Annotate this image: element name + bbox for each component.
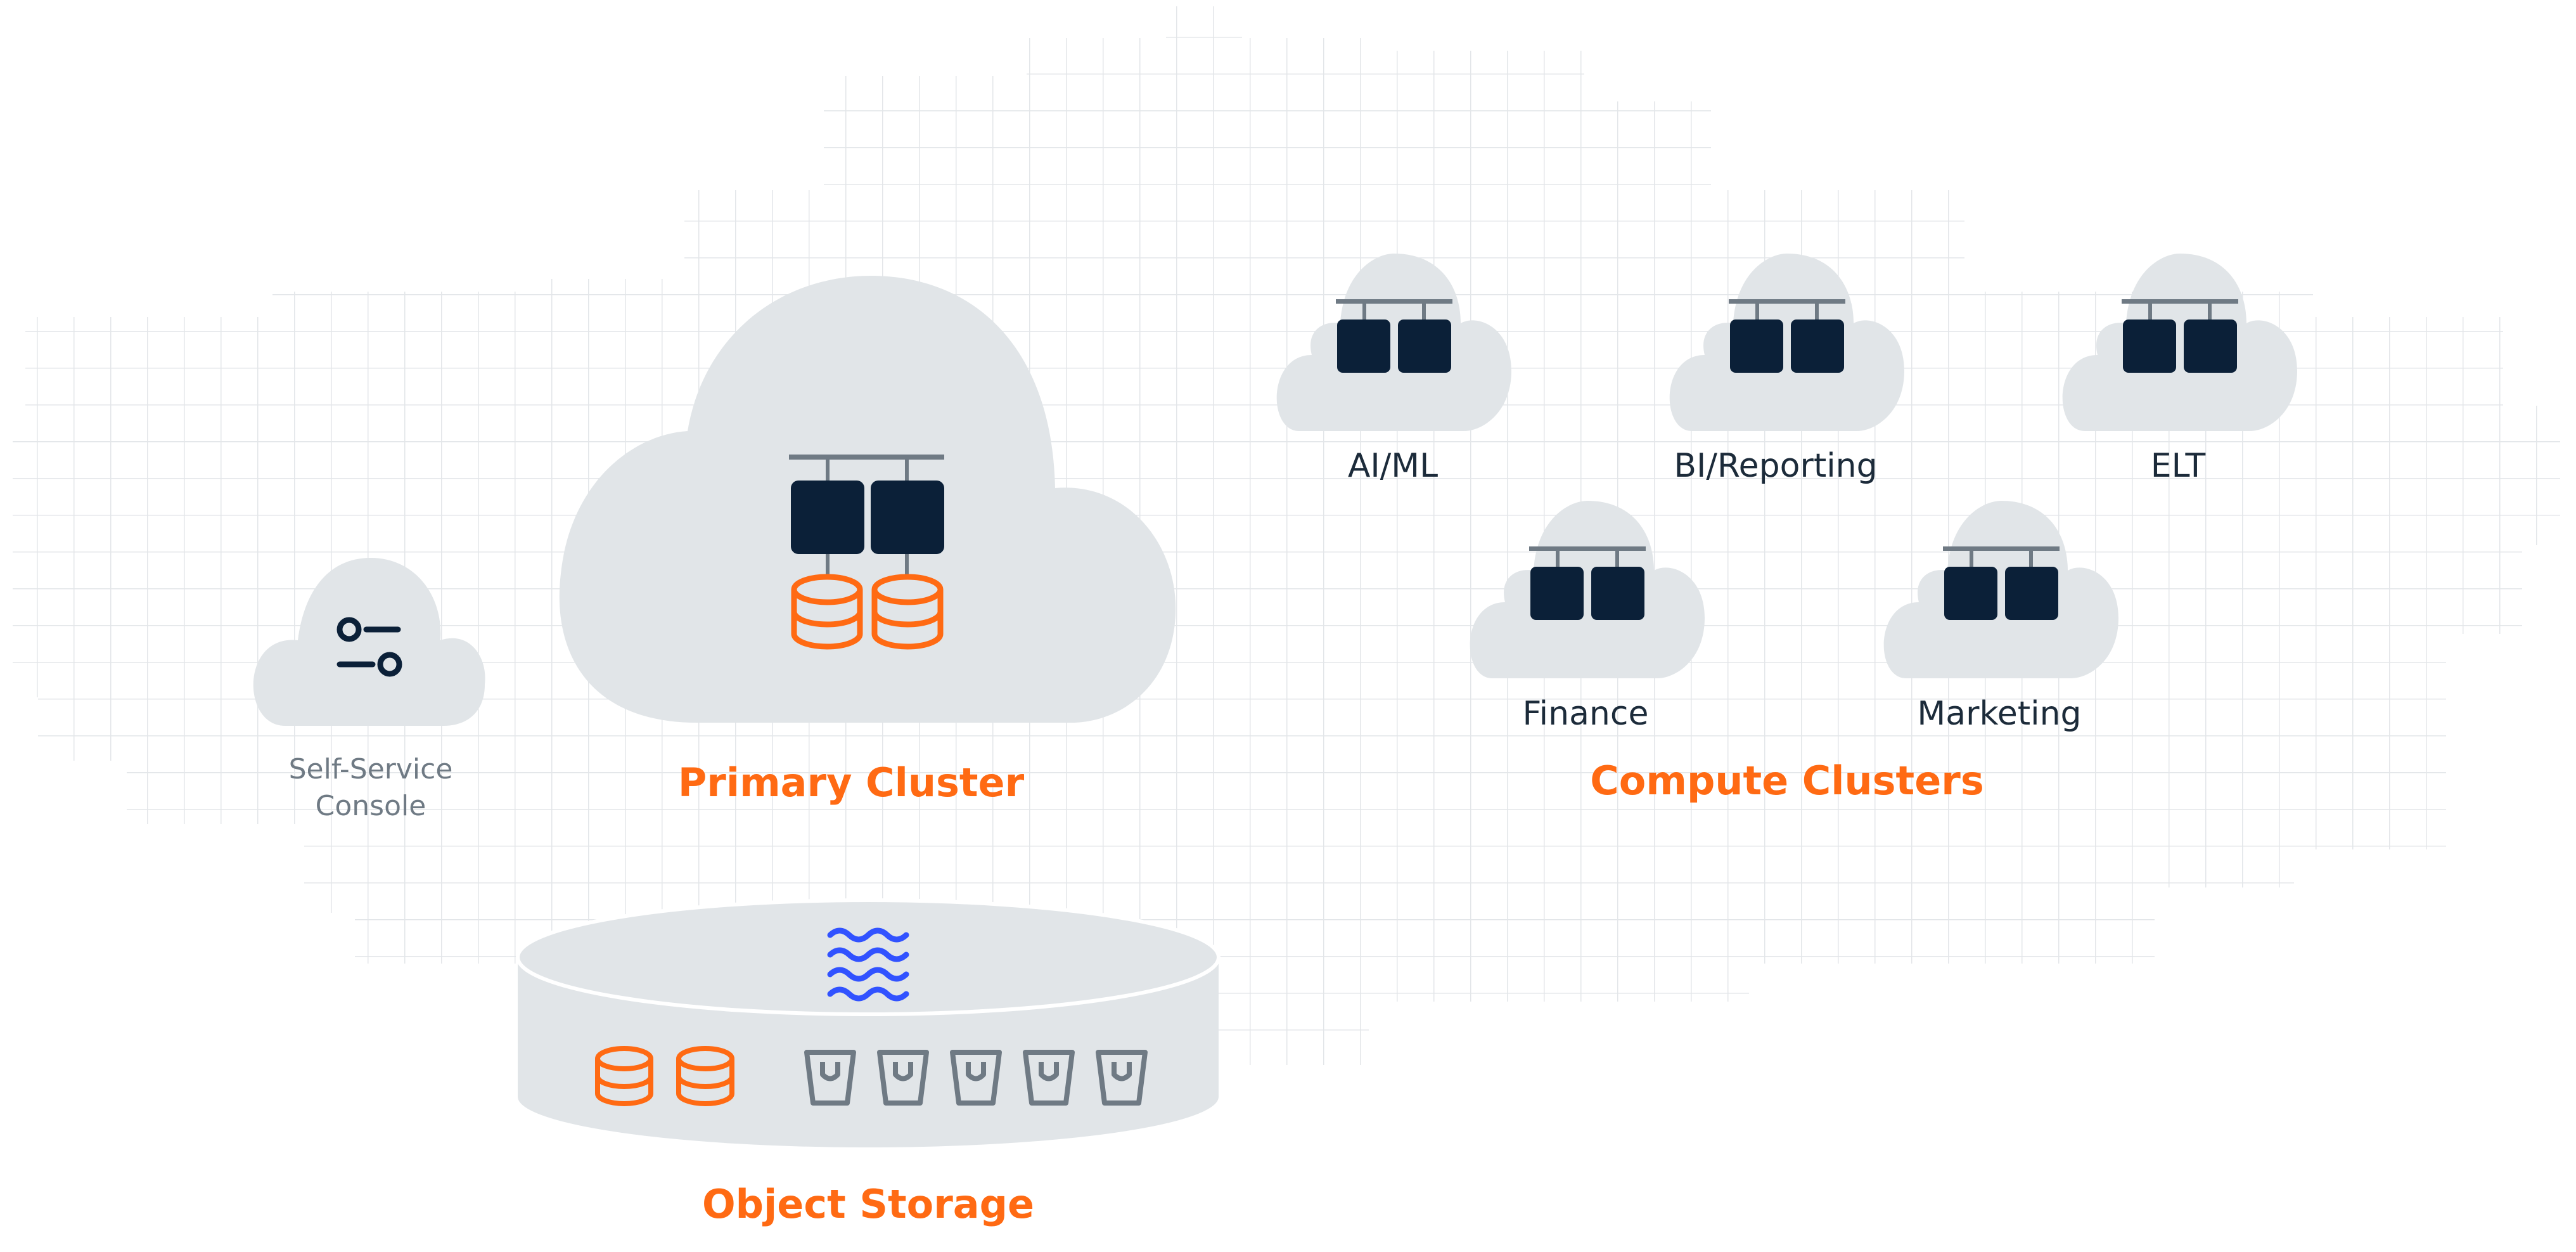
bucket-icon (950, 1050, 1002, 1106)
bucket-icon (877, 1050, 929, 1106)
compute-cluster-elt[interactable] (2062, 254, 2297, 431)
database-icon (595, 1046, 653, 1106)
compute-label-finance: Finance (1523, 695, 1649, 733)
waves-icon (827, 927, 909, 1002)
bucket-icon (804, 1050, 856, 1106)
database-icon (676, 1046, 734, 1106)
database-icon (871, 574, 944, 650)
compute-label-marketing: Marketing (1917, 695, 2081, 733)
object-storage-title: Object Storage (702, 1181, 1034, 1227)
grid-background (13, 6, 2560, 1065)
bucket-icon (1096, 1050, 1148, 1106)
bucket-icon (1023, 1050, 1075, 1106)
compute-label-elt: ELT (2151, 447, 2206, 485)
primary-cluster-title: Primary Cluster (678, 759, 1025, 806)
primary-cluster-cloud[interactable] (559, 276, 1176, 723)
compute-label-ai-ml: AI/ML (1348, 447, 1438, 485)
compute-clusters-title: Compute Clusters (1590, 758, 1983, 804)
console-cloud[interactable] (253, 558, 485, 726)
console-label-line2: Console (316, 790, 426, 822)
object-storage-cylinder[interactable] (516, 898, 1221, 1147)
compute-label-bi-reporting: BI/Reporting (1674, 447, 1877, 485)
console-label-line1: Self-Service (289, 753, 453, 785)
sliders-icon (336, 617, 402, 677)
primary-node-pair (789, 455, 944, 576)
database-icon (791, 574, 863, 650)
